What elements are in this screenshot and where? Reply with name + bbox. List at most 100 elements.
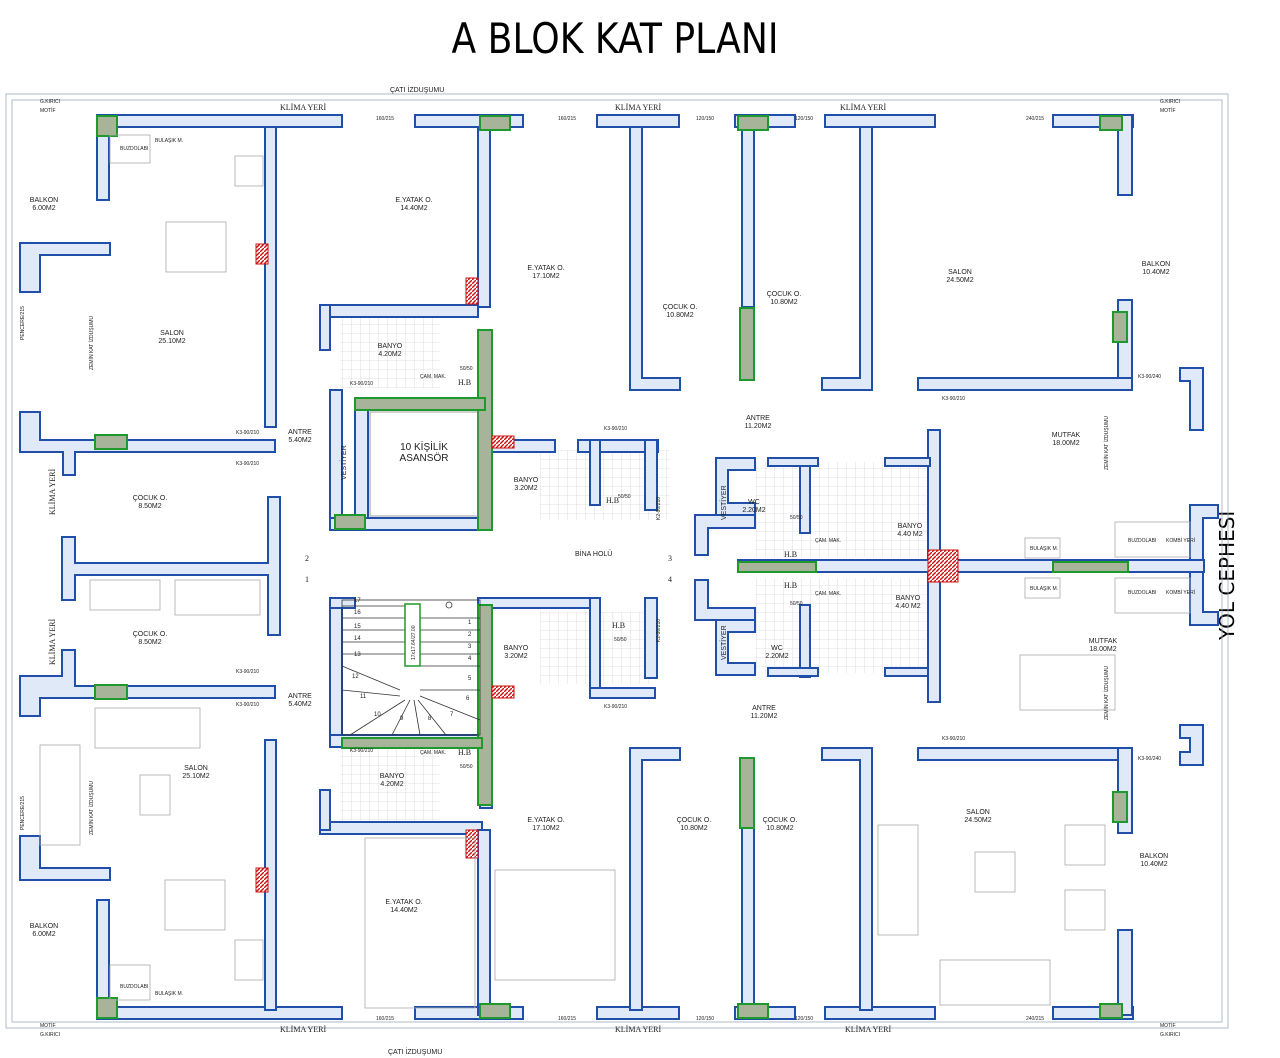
stair-step: 14 (354, 636, 361, 642)
room-name-banyo-right-top: BANYO (898, 523, 923, 530)
room-name-eyatak-top-mid: E.YATAK O. (527, 265, 564, 272)
opening-code: 50/50 (790, 601, 803, 607)
room-name-banyo-right-bottom: BANYO (896, 595, 921, 602)
staircase (341, 599, 481, 736)
stair-step: 13 (354, 652, 361, 658)
wall (596, 114, 680, 128)
opening-code: K3-90/210 (236, 461, 259, 467)
opening-code: 120/150 (795, 116, 813, 122)
column (739, 307, 755, 381)
stair-marker: 3 (668, 554, 672, 563)
wall (821, 747, 873, 1011)
room-name-wc-top: WC (748, 499, 760, 506)
opening-code: K3-90/210 (350, 748, 373, 754)
column (737, 115, 769, 131)
stair-step: 9 (400, 716, 404, 722)
opening-code: 120/150 (795, 1016, 813, 1022)
stair-step: 5 (468, 676, 472, 682)
hall-label: BİNA HOLÜ (575, 549, 612, 558)
column (96, 115, 118, 137)
column (1099, 115, 1123, 131)
wall (694, 579, 756, 621)
opening-code: K3-90/210 (604, 704, 627, 710)
wall (1189, 504, 1219, 561)
opening-code: K3-90/240 (1138, 756, 1161, 762)
column (1112, 791, 1128, 823)
wall (19, 242, 111, 293)
room-area-cocuk-top-mid2: 10.80M2 (770, 299, 797, 306)
room-name-banyo-mid-top: BANYO (514, 477, 539, 484)
room-area-banyo-right-bottom: 4.40 M2 (895, 603, 920, 610)
gkirici-label: G.KIRICI (1160, 1032, 1180, 1038)
ac-spot-label: KLİMA YERİ (280, 1025, 326, 1034)
hb-label: H.B (612, 621, 625, 630)
wall (767, 457, 819, 467)
hb-label: H.B (784, 581, 797, 590)
opening-code: 160/215 (376, 116, 394, 122)
opening-code: 120/150 (696, 1016, 714, 1022)
room-name-cocuk-top-mid2: ÇOCUK O. (767, 291, 802, 298)
opening-code: K3-90/210 (236, 702, 259, 708)
boiler-label: KOMBİ YERİ (1166, 537, 1195, 544)
stair-step: 8 (428, 716, 432, 722)
room-name-antre-left-top: ANTRE (288, 429, 312, 436)
walls (19, 114, 1219, 1020)
ground-projection-label: ZEMİN KAT İZDUŞUMU (1103, 416, 1110, 470)
room-area-mutfak-top: 18.00M2 (1052, 440, 1079, 447)
boiler-label: KOMBİ YERİ (1166, 589, 1195, 596)
opening-code: PENCERE/215 (20, 306, 26, 340)
shafts (255, 243, 959, 893)
stair-step-numbers: 17 16 15 14 13 12 11 10 9 8 7 6 5 4 3 2 … (352, 598, 472, 722)
washer-label: ÇAM. MAK. (420, 374, 446, 380)
ground-projection-label: ZEMİN KAT İZDUŞUMU (1103, 666, 1110, 720)
opening-code: K3-90/210 (604, 426, 627, 432)
dishwasher-label: BULAŞIK M. (155, 991, 183, 997)
room-area-cocuk-left-top: 8.50M2 (138, 503, 161, 510)
shaft (255, 243, 269, 265)
wall (715, 619, 756, 676)
room-name-cocuk-left-bottom: ÇOCUK O. (133, 631, 168, 638)
opening-code: 160/215 (558, 1016, 576, 1022)
stair-step: 16 (354, 610, 361, 616)
shaft (491, 435, 515, 449)
room-name-balkon-se: BALKON (1140, 853, 1168, 860)
room-name-mutfak-bottom: MUTFAK (1089, 638, 1118, 645)
wall (477, 126, 491, 308)
room-area-balkon-sw: 6.00M2 (32, 931, 55, 938)
opening-code: K3-90/240 (1138, 374, 1161, 380)
column (479, 115, 511, 131)
opening-code: 240/215 (1026, 116, 1044, 122)
wall (319, 789, 331, 831)
room-area-antre-left-bottom: 5.40M2 (288, 701, 311, 708)
elevator-label-2: ASANSÖR (400, 452, 449, 464)
room-name-cocuk-bottom-mid2: ÇOCUK O. (763, 817, 798, 824)
roof-outline (5, 93, 1229, 1029)
wall (61, 496, 281, 636)
room-name-wc-bottom: WC (771, 645, 783, 652)
wall (589, 597, 601, 689)
opening-code: PENCERE/215 (20, 796, 26, 830)
wall (884, 667, 931, 677)
opening-code: 50/50 (790, 515, 803, 521)
wall (477, 597, 599, 609)
ac-spot-label: KLİMA YERİ (840, 103, 886, 112)
stair-step: 7 (450, 712, 454, 718)
room-area-antre-left-top: 5.40M2 (288, 437, 311, 444)
vestiyer-label: VESTİYER (339, 445, 348, 480)
room-name-salon-w-top: SALON (160, 330, 184, 337)
room-name-banyo-bottom-left: BANYO (380, 773, 405, 780)
opening-code: 50/50 (618, 494, 631, 500)
stair-step: 2 (468, 632, 472, 638)
wall (329, 597, 356, 609)
wall (694, 514, 756, 556)
hb-label: H.B (458, 748, 471, 757)
room-area-salon-w-bottom: 25.10M2 (182, 773, 209, 780)
room-name-cocuk-left-top: ÇOCUK O. (133, 495, 168, 502)
opening-code: K2-90/210 (656, 619, 662, 642)
wall (917, 377, 1133, 391)
room-name-cocuk-bottom-mid1: ÇOCUK O. (677, 817, 712, 824)
dishwasher-label: BULAŞIK M. (1030, 546, 1058, 552)
stair-annotation: 17x17.64/27.00 (411, 625, 417, 660)
wall (824, 1006, 936, 1020)
